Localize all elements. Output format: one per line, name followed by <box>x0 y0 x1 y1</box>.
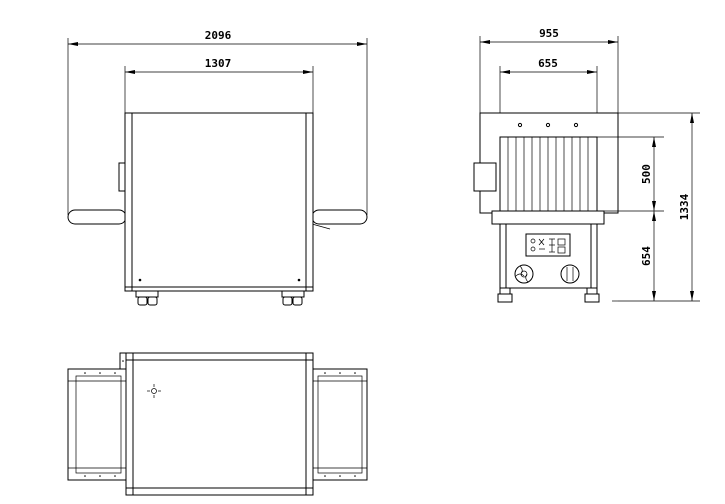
fan-icon <box>560 264 580 284</box>
dim-body-width: 1307 <box>124 57 314 113</box>
dim-2096-label: 2096 <box>205 29 232 42</box>
side-view-handle <box>473 162 497 192</box>
dim-655-label: 655 <box>538 57 558 70</box>
conveyor-right <box>311 209 368 225</box>
dim-654-label: 654 <box>640 246 653 266</box>
side-conveyor <box>491 210 605 225</box>
top-conveyor-left <box>67 368 127 481</box>
top-conveyor-right <box>311 368 368 481</box>
top-view <box>67 352 368 496</box>
crosshair-icon <box>147 384 161 398</box>
dim-overall-height: 1334 <box>618 112 700 302</box>
control-panel-glyphs <box>530 238 566 254</box>
top-body <box>125 352 314 496</box>
conveyor-left <box>67 209 127 225</box>
front-view: 2096 1307 <box>67 29 368 306</box>
dim-overall-width: 2096 <box>67 29 368 215</box>
dim-1334-label: 1334 <box>678 193 691 220</box>
front-casters <box>135 290 305 306</box>
fan-icon <box>514 264 534 284</box>
tunnel-curtain <box>507 137 589 211</box>
dim-1307-label: 1307 <box>205 57 232 70</box>
dim-overall-depth: 955 <box>479 27 619 113</box>
tunnel-opening <box>499 136 598 212</box>
dim-500-label: 500 <box>640 164 653 184</box>
side-feet <box>497 287 618 303</box>
side-view: 955 655 <box>473 27 700 303</box>
front-body <box>124 112 314 292</box>
dim-vertical-inner: 500 654 <box>597 136 664 302</box>
dim-955-label: 955 <box>539 27 559 40</box>
control-panel <box>525 233 571 257</box>
